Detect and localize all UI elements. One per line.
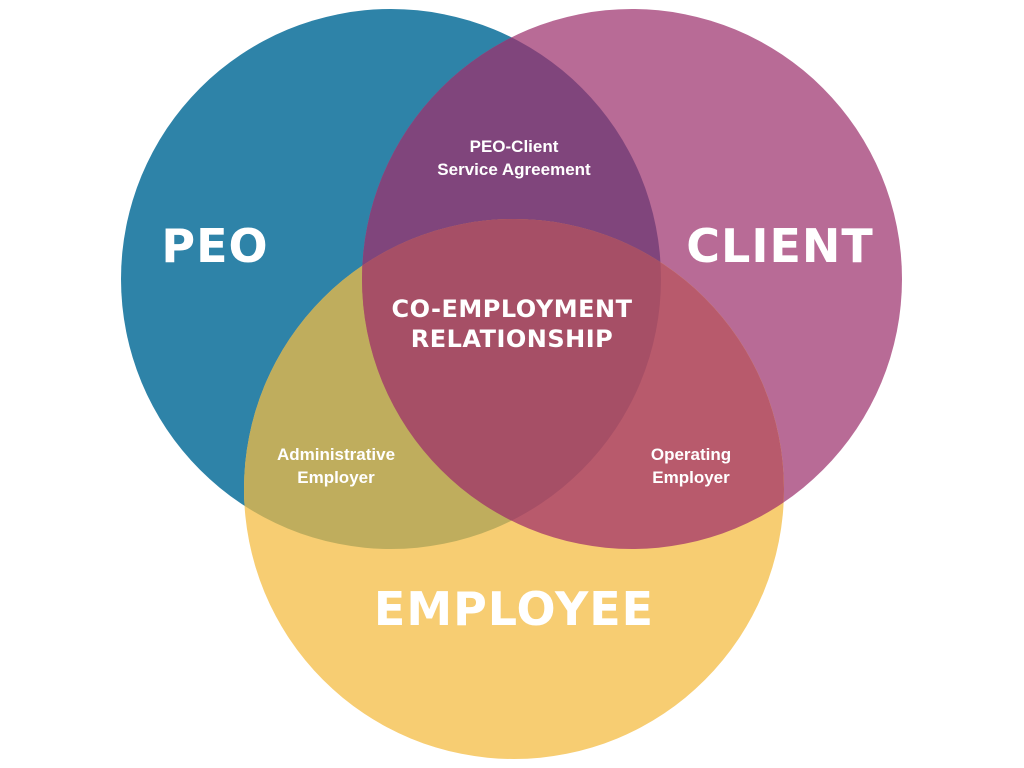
operating-line1: Operating <box>650 445 732 464</box>
center-line1: CO-EMPLOYMENT <box>391 295 633 323</box>
triple-overlap <box>362 219 661 549</box>
peo-client-service-agreement-label: PEO-Client Service Agreement <box>437 135 590 181</box>
client-label: CLIENT <box>686 219 874 273</box>
admin-line2: Employer <box>297 468 375 487</box>
administrative-employer-label: Administrative Employer <box>277 443 395 489</box>
peo-client-line2: Service Agreement <box>437 160 591 179</box>
operating-employer-label: Operating Employer <box>651 443 731 489</box>
employee-label: EMPLOYEE <box>373 582 655 636</box>
operating-line2: Employer <box>652 468 730 487</box>
peo-client-line1: PEO-Client <box>469 137 559 156</box>
admin-line1: Administrative <box>276 445 396 464</box>
center-line2: RELATIONSHIP <box>410 325 614 353</box>
peo-label: PEO <box>161 219 269 273</box>
co-employment-relationship-label: CO-EMPLOYMENT RELATIONSHIP <box>392 294 633 354</box>
